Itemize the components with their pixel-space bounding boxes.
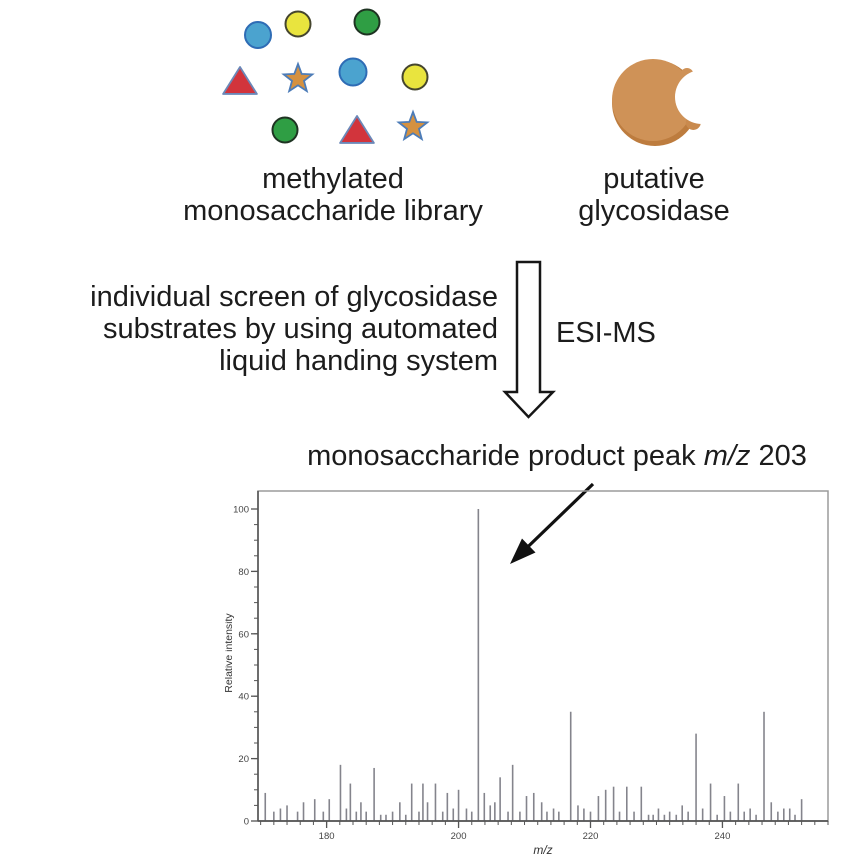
crescent-bite	[675, 70, 710, 124]
enzyme-label: putative glycosidase	[554, 163, 754, 227]
library-shape-circle	[401, 63, 429, 91]
library-shape-triangle	[339, 115, 375, 144]
library-shape-circle	[353, 8, 381, 36]
annotation-arrow-head	[510, 538, 536, 564]
library-label-line2: monosaccharide library	[183, 195, 483, 227]
annotation-mz-italic: m/z	[703, 440, 751, 472]
y-tick-label: 20	[238, 754, 249, 765]
library-shape-star	[281, 61, 315, 94]
library-label: methylated monosaccharide library	[163, 163, 503, 227]
x-tick-label: 180	[319, 831, 335, 842]
library-shape-star	[396, 109, 430, 142]
crescent-body	[612, 59, 694, 141]
down-arrow-outline	[502, 260, 556, 419]
library-shape-circle	[338, 57, 368, 87]
glycosidase-icon	[612, 59, 710, 146]
enzyme-label-line1: putative	[603, 163, 705, 195]
mass-spectrum-chart: 180 200 220 240 0 20 40 60 80 100 m/z Relative inte…	[225, 490, 829, 857]
y-tick-label: 60	[238, 629, 249, 640]
y-tick-label: 100	[233, 505, 249, 516]
y-axis-label: Relative intensity	[225, 613, 235, 693]
annotation-arrow-shaft	[527, 482, 595, 548]
down-arrow-icon	[502, 260, 556, 419]
library-label-line1: methylated	[262, 163, 404, 195]
library-shape-circle	[284, 10, 312, 38]
library-shape-circle	[271, 116, 299, 144]
y-tick-label: 80	[238, 567, 249, 578]
process-line-3: liquid handing system	[219, 345, 498, 377]
library-shape-circle	[244, 21, 272, 49]
y-tick-label: 40	[238, 692, 249, 703]
plot-frame	[257, 490, 829, 822]
annotation-suffix: 203	[750, 440, 807, 472]
x-tick-label: 200	[451, 831, 467, 842]
enzyme-label-line2: glycosidase	[578, 195, 730, 227]
process-description: individual screen of glycosidase substra…	[0, 281, 498, 377]
annotation-prefix: monosaccharide product peak	[307, 440, 704, 472]
x-axis-label: m/z	[533, 843, 552, 857]
process-line-2: substrates by using automated	[103, 313, 498, 345]
monosaccharide-library-icons	[222, 8, 430, 144]
x-tick-label: 240	[715, 831, 731, 842]
library-shape-triangle	[222, 66, 258, 95]
annotation-arrow-icon	[510, 482, 595, 564]
process-line-1: individual screen of glycosidase	[90, 281, 498, 313]
y-tick-label: 0	[244, 817, 249, 828]
x-tick-label: 220	[583, 831, 599, 842]
peak-annotation: monosaccharide product peak m/z 203	[265, 440, 849, 473]
esi-ms-label: ESI-MS	[556, 317, 656, 349]
